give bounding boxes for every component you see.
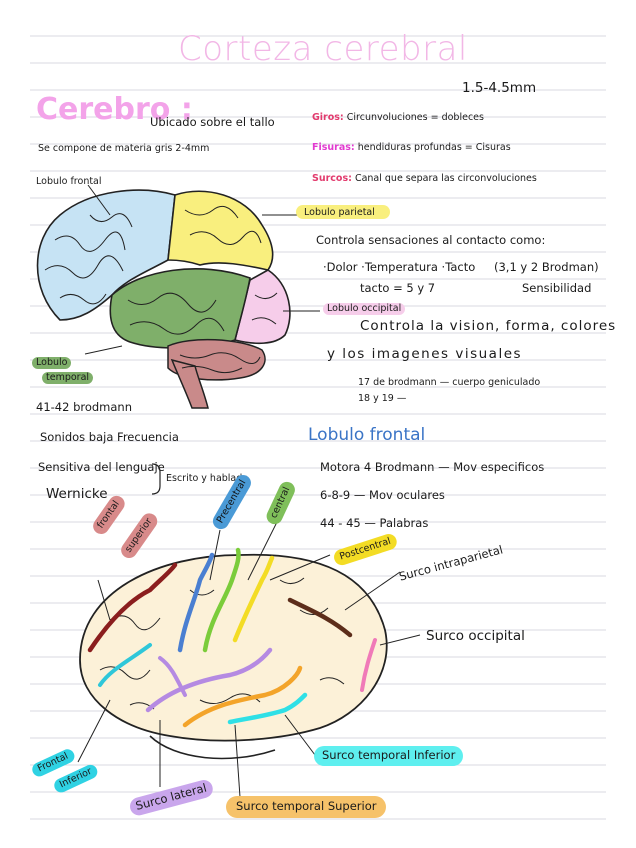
parietal-note-4: tacto = 5 y 7	[360, 281, 436, 295]
parietal-note-5: Sensibilidad	[522, 281, 592, 295]
parietal-note-3: (3,1 y 2 Brodman)	[494, 260, 599, 274]
occipital-note-3: 17 de brodmann — cuerpo geniculado	[358, 377, 541, 388]
parietal-lobe	[167, 190, 274, 271]
sulcus-postcentral	[232, 555, 275, 643]
fisuras-text: hendiduras profundas = Cisuras	[357, 142, 511, 153]
frontal-lobe	[36, 189, 176, 321]
frontal-heading: Lobulo frontal	[308, 425, 426, 445]
label-temporal-lobe-2: temporal	[42, 372, 94, 384]
label-frontal-lobe: Lobulo frontal	[36, 176, 102, 187]
sulcus-lateral	[145, 647, 273, 713]
giros-label: Giros:	[312, 112, 344, 123]
label-surco-occipital: Surco occipital	[426, 628, 525, 644]
frontal-note-2: 6-8-9 — Mov oculares	[320, 488, 445, 502]
parietal-note-1: Controla sensaciones al contacto como:	[316, 233, 546, 247]
label-occipital-lobe: Lobulo occipital	[323, 303, 406, 315]
temporal-escrito: Escrito y hablado	[166, 473, 249, 484]
brain-sulci-diagram	[77, 519, 421, 798]
occipital-note-2: y los imagenes visuales	[327, 346, 523, 362]
page-title: Corteza cerebral	[178, 29, 468, 69]
temporal-lobe	[109, 268, 251, 349]
temporal-sonidos: Sonidos baja Frecuencia	[40, 430, 179, 444]
sulcus-occipital	[360, 638, 377, 692]
brain-lobes-diagram	[36, 184, 320, 409]
occipital-note-4: 18 y 19 —	[358, 393, 407, 404]
sulcus-temporal-superior	[182, 665, 303, 728]
label-parietal-lobe: Lobulo parietal	[304, 207, 375, 218]
brain-stem	[170, 358, 209, 409]
temporal-lenguaje: Sensitiva del lenguaje	[38, 460, 165, 474]
sulcus-frontal-superior	[87, 562, 178, 653]
temporal-wernicke: Wernicke	[46, 486, 108, 502]
sulcus-precentral	[177, 552, 215, 653]
parietal-note-2: ·Dolor ·Temperatura ·Tacto	[323, 260, 476, 274]
cerebro-heading: Cerebro :	[36, 92, 193, 127]
sulcus-intraparietal	[287, 597, 353, 638]
bracket-icon	[151, 463, 161, 495]
cortex-thickness: 1.5-4.5mm	[462, 80, 537, 96]
sulcus-frontal-inferior	[98, 643, 152, 687]
label-surco-temporal-inferior: Surco temporal Inferior	[314, 746, 464, 766]
parietal-highlight	[296, 205, 390, 219]
label-surco-temporal-superior: Surco temporal Superior	[226, 796, 387, 818]
temporal-brodmann: 41-42 brodmann	[36, 400, 133, 414]
frontal-note-1: Motora 4 Brodmann — Mov especificos	[320, 460, 545, 474]
sulcus-temporal-inferior	[227, 692, 308, 725]
brain-outline	[79, 553, 388, 742]
label-temporal-lobe-1: Lobulo	[32, 357, 72, 369]
cerebro-composition: Se compone de materia gris 2-4mm	[38, 143, 210, 154]
giros-text: Circunvoluciones = dobleces	[346, 112, 484, 123]
fisuras-label: Fisuras:	[312, 142, 355, 153]
frontal-note-3: 44 - 45 — Palabras	[320, 516, 429, 530]
occipital-note-1: Controla la vision, forma, colores	[360, 318, 617, 334]
surcos-text: Canal que separa las circonvoluciones	[354, 173, 537, 184]
cerebro-location: Ubicado sobre el tallo	[150, 115, 275, 129]
sulcus-central	[202, 547, 241, 653]
surcos-label: Surcos:	[312, 173, 352, 184]
